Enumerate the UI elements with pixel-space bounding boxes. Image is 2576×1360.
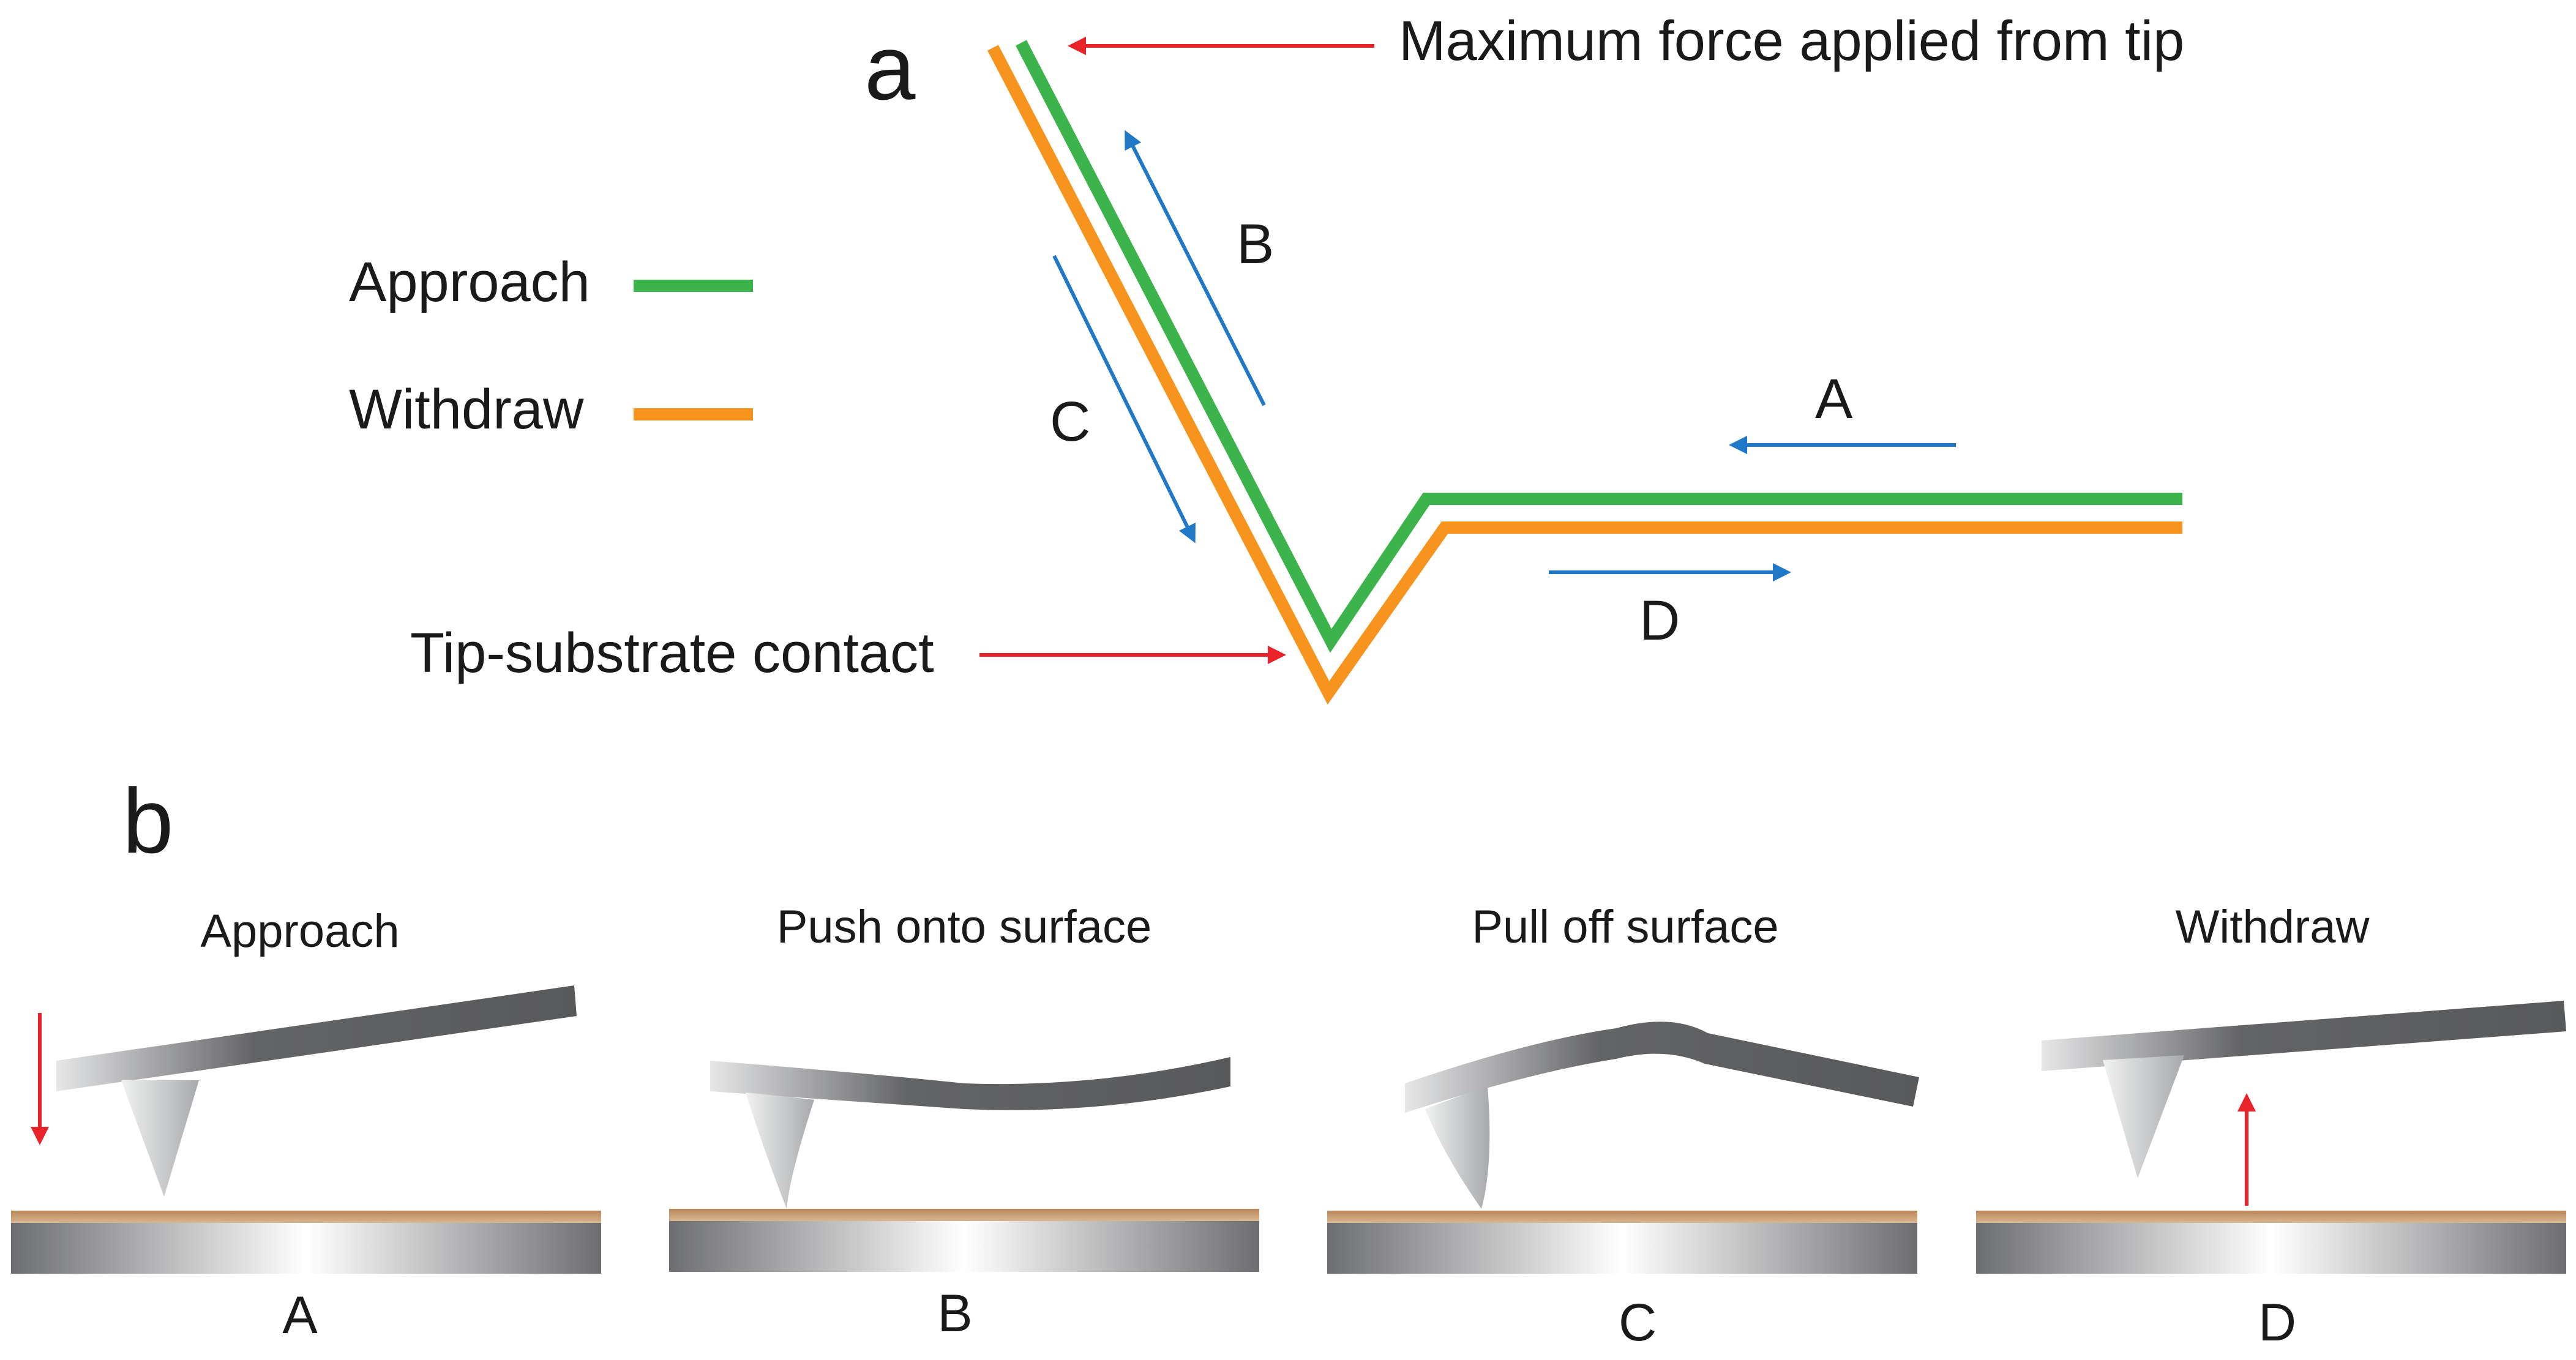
substrate-gold-layer: [1976, 1211, 2566, 1223]
afm-tip: [121, 1080, 199, 1197]
cantilever-beam: [56, 985, 577, 1091]
cantilever-beam: [710, 1057, 1230, 1110]
afm-tip: [2103, 1055, 2184, 1178]
panel-a-letter: a: [864, 16, 916, 119]
scene-approach: Approach A: [11, 905, 601, 1345]
segment-d-label: D: [1639, 589, 1680, 652]
substrate-gold-layer: [1327, 1211, 1917, 1223]
scene-withdraw: Withdraw D: [1976, 901, 2566, 1352]
max-force-label: Maximum force applied from tip: [1399, 10, 2184, 72]
segment-c-arrow: [1052, 255, 1196, 544]
scene-push-step: B: [937, 1284, 972, 1343]
cantilever-beam: [2042, 1001, 2566, 1071]
segment-b-arrow: [1125, 130, 1266, 406]
approach-curve: [1016, 40, 2182, 653]
scene-pull-title: Pull off surface: [1472, 901, 1778, 953]
legend-withdraw-label: Withdraw: [349, 378, 584, 441]
substrate: [1976, 1223, 2566, 1274]
segment-c-label: C: [1050, 390, 1090, 453]
afm-tip: [746, 1093, 814, 1209]
scene-withdraw-step: D: [2258, 1293, 2296, 1352]
scene-approach-step: A: [282, 1286, 318, 1345]
panel-a: a Approach Withdraw Maximum force applie…: [349, 10, 2184, 705]
afm-tip: [1425, 1086, 1490, 1209]
substrate-gold-layer: [11, 1211, 601, 1223]
scene-pull-step: C: [1619, 1293, 1657, 1352]
scene-push-title: Push onto surface: [777, 901, 1152, 953]
legend: Approach Withdraw: [349, 251, 753, 441]
contact-label: Tip-substrate contact: [410, 622, 934, 684]
substrate: [11, 1223, 601, 1274]
substrate: [669, 1221, 1259, 1272]
panel-b-letter: b: [122, 769, 173, 872]
segment-b-label: B: [1237, 213, 1274, 275]
cantilever-beam: [1405, 1022, 1919, 1113]
legend-approach-label: Approach: [349, 251, 590, 313]
scene-push: Push onto surface B: [669, 901, 1259, 1343]
withdraw-curve: [987, 45, 2182, 705]
panel-b: b Approach A Push onto surface B Pull of…: [11, 769, 2566, 1352]
substrate-gold-layer: [669, 1209, 1259, 1221]
scene-approach-title: Approach: [200, 905, 399, 957]
segment-a-label: A: [1815, 368, 1853, 430]
scene-withdraw-title: Withdraw: [2176, 901, 2370, 953]
substrate: [1327, 1223, 1917, 1274]
scene-pull: Pull off surface C: [1327, 901, 1919, 1352]
